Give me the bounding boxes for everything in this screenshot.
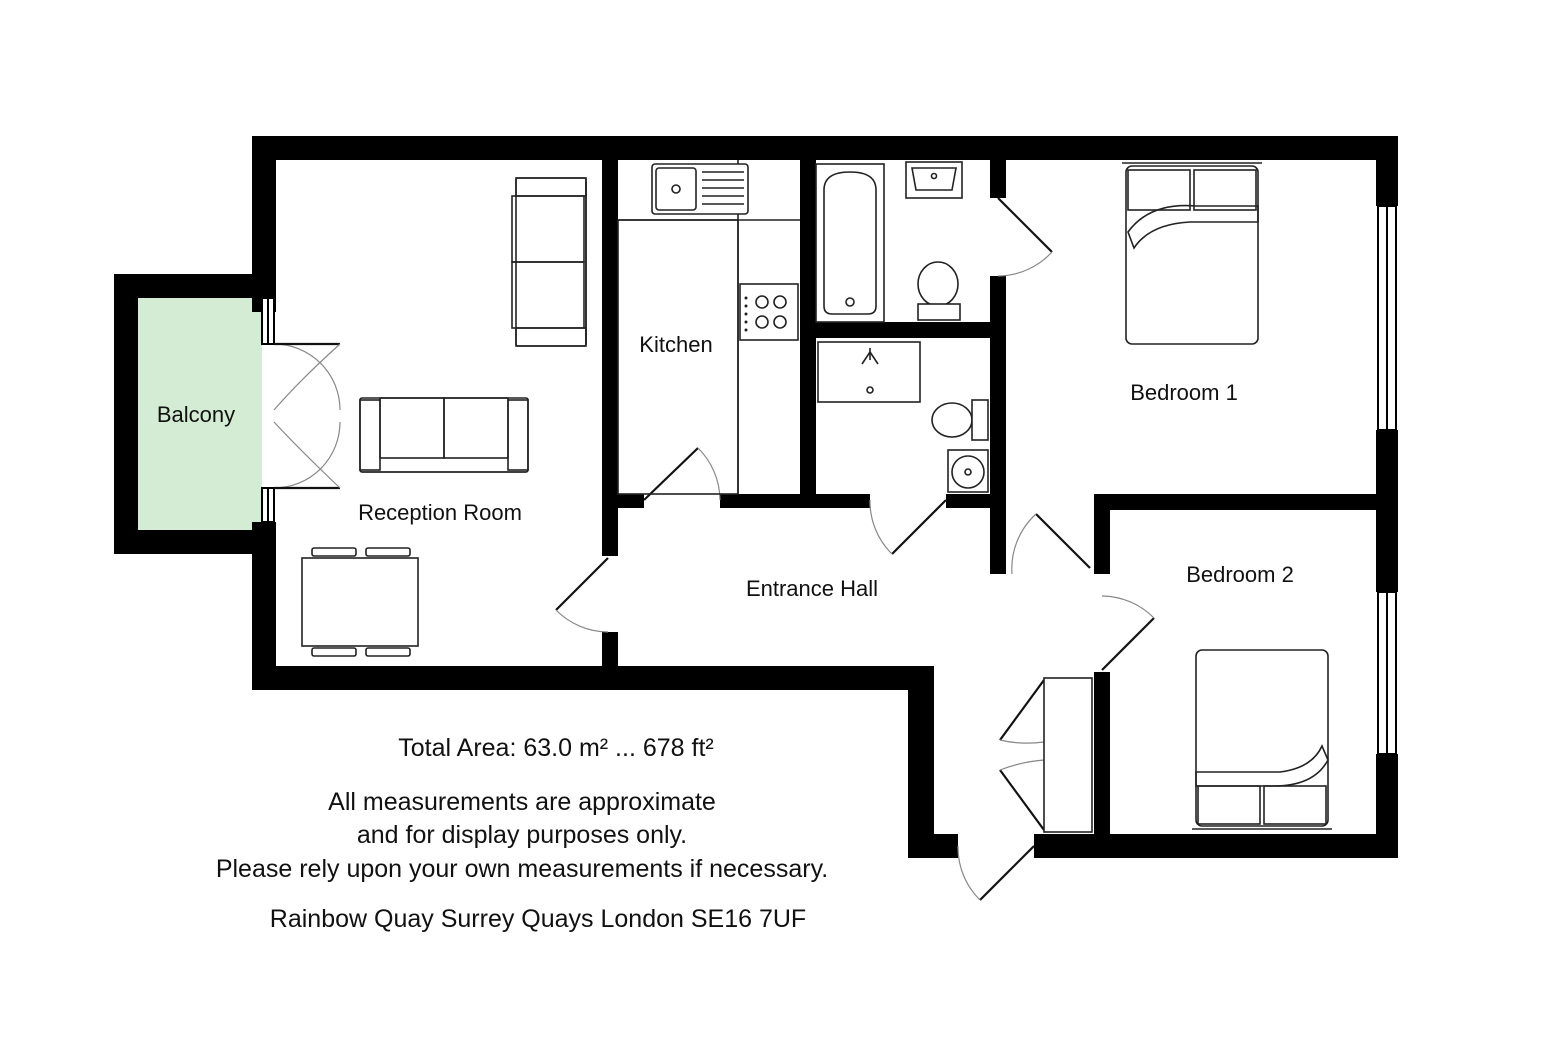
doors <box>273 197 1155 901</box>
kitchen-label: Kitchen <box>639 332 712 357</box>
bedroom2-bed <box>1192 649 1332 830</box>
disclaimer-line-1: All measurements are approximate <box>328 788 716 816</box>
entrance-hall-label: Entrance Hall <box>746 576 878 601</box>
bathroom-fixtures <box>815 161 989 493</box>
bedroom1-bed <box>1122 162 1262 345</box>
walls <box>114 136 1398 858</box>
reception-room-label: Reception Room <box>358 500 522 525</box>
bedroom-2-label: Bedroom 2 <box>1186 562 1294 587</box>
disclaimer-line-2: and for display purposes only. <box>357 821 687 849</box>
reception-furniture <box>301 177 587 657</box>
balcony-label: Balcony <box>157 402 235 427</box>
address-text: Rainbow Quay Surrey Quays London SE16 7U… <box>270 905 806 933</box>
disclaimer-line-3: Please rely upon your own measurements i… <box>216 855 828 883</box>
kitchen-fixtures <box>617 160 800 495</box>
hall-cupboard <box>1043 677 1093 833</box>
balcony-area <box>138 298 262 530</box>
windows <box>261 205 1397 755</box>
total-area-text: Total Area: 63.0 m² ... 678 ft² <box>398 734 713 762</box>
bedroom-1-label: Bedroom 1 <box>1130 380 1238 405</box>
